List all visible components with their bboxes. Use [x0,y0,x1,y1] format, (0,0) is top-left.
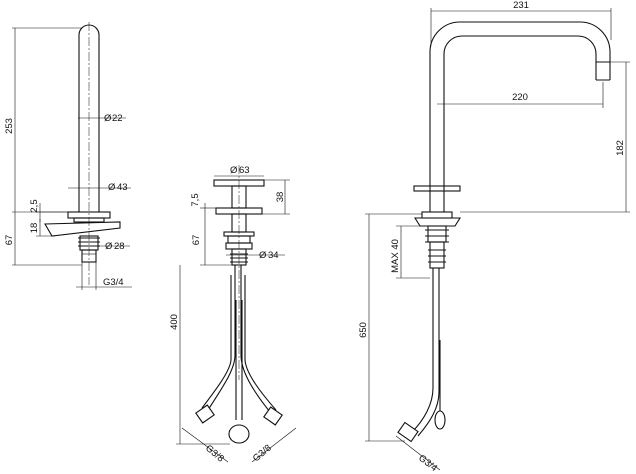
front-hose-end [434,410,446,430]
spout-inner [443,35,597,212]
front-rosette [421,211,453,219]
dim-max40-label: MAX 40 [390,239,401,273]
handle-shank-threads [230,253,248,263]
dim-67-handle-label: 67 [191,235,202,246]
thread-left-label: G3/8 [203,443,226,465]
side-thread-label: G3/4 [103,277,124,288]
handle-hose-right-inner [244,275,277,411]
dim-231-label: 231 [513,0,529,11]
hose-fitting-right [263,406,283,426]
thread-right-label: G3/8 [251,443,274,465]
side-rosette-base [73,217,105,223]
front-body-threads [428,249,446,263]
dim-28-symbol: Ø [105,241,113,252]
hose-fitting-center [228,424,250,444]
side-deck-plate [44,221,121,237]
dim-28-label: 28 [114,241,125,252]
spout-outlet [596,61,610,81]
handle-hose-left-outer [207,265,236,411]
front-view: 231 220 182 MAX 40 650 G3/4 [358,0,630,474]
dim-22-symbol: Ø [104,113,112,124]
dim-34-label: 34 [268,250,279,261]
dim-18-label: 18 [29,223,40,234]
front-body [429,241,445,269]
front-hose-left [411,268,434,433]
dim-34-symbol: Ø [259,250,267,261]
dim-43-label: 43 [117,182,128,193]
front-shank [427,225,447,243]
dim-650-label: 650 [358,322,369,338]
dim-400-label: 400 [169,314,180,330]
front-thread-dim-line [395,435,441,471]
dim-63-symbol: Ø [230,165,238,176]
hose-fitting-left [195,404,215,424]
spout-tube [78,24,100,213]
side-thread-stub [81,249,97,263]
handle-hose-right-outer [240,265,271,413]
thread-right-dim-line [251,427,297,463]
front-thread-label: G3/4 [416,453,439,474]
thread-left-dim-line [181,427,229,463]
front-deck [414,217,461,227]
front-hose-fitting [397,421,419,443]
spout-outer [429,21,611,212]
front-collar [413,185,461,192]
dim-38-label: 38 [275,192,286,203]
handle-view: Ø 63 7,5 38 67 Ø 34 400 G3/8 G3/8 [169,165,297,465]
dim-253-label: 253 [4,118,15,134]
side-view: 253 Ø 22 Ø 43 2,5 18 67 Ø 28 G3/4 [4,22,132,290]
dim-220-label: 220 [512,92,528,103]
front-hose-right [417,268,440,437]
dim-22-label: 22 [112,113,123,124]
dim-182-label: 182 [615,140,626,156]
dim-2-5-label: 2,5 [29,199,40,212]
dim-7-5-label: 7,5 [190,193,201,206]
dim-67-side-label: 67 [4,235,15,246]
handle-hose-left-inner [201,275,232,409]
dim-63-label: 63 [239,165,250,176]
handle-hose-middle [235,300,243,420]
handle-shank [231,248,247,266]
dim-43-symbol: Ø [108,182,116,193]
front-shank-threads [425,229,449,243]
